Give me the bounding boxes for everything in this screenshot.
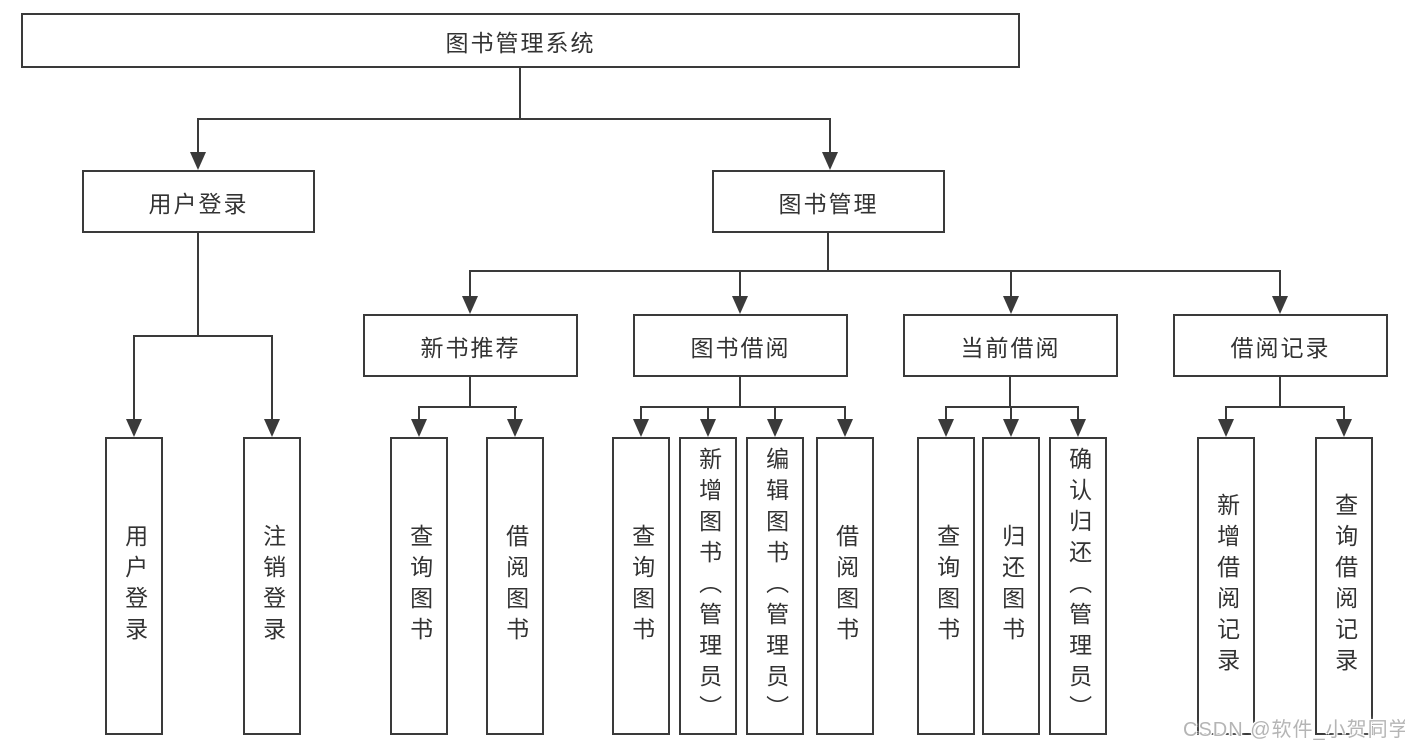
connector-line <box>640 406 846 408</box>
arrowhead-down-icon <box>1003 296 1019 314</box>
leaf-user-login: 用户登录 <box>105 437 163 735</box>
arrowhead-down-icon <box>264 419 280 437</box>
leaf-newbook-borrow-books: 借阅图书 <box>486 437 544 735</box>
arrowhead-down-icon <box>1272 296 1288 314</box>
connector-line <box>469 270 1281 272</box>
connector-line <box>418 406 420 421</box>
node-current-borrowing: 当前借阅 <box>903 314 1118 377</box>
connector-line <box>514 406 516 421</box>
connector-line <box>197 233 199 337</box>
node-book-borrowing: 图书借阅 <box>633 314 848 377</box>
connector-line <box>829 118 831 154</box>
connector-line <box>197 118 831 120</box>
arrowhead-down-icon <box>837 419 853 437</box>
arrowhead-down-icon <box>700 419 716 437</box>
leaf-borrow-borrow-books-label: 借阅图书 <box>832 524 859 648</box>
node-user-login: 用户登录 <box>82 170 315 233</box>
connector-line <box>133 335 135 421</box>
arrowhead-down-icon <box>1070 419 1086 437</box>
leaf-query-borrow-record: 查询借阅记录 <box>1315 437 1373 735</box>
connector-line <box>945 406 947 421</box>
leaf-borrow-query-books: 查询图书 <box>612 437 670 735</box>
leaf-query-borrow-record-label: 查询借阅记录 <box>1331 493 1358 679</box>
arrowhead-down-icon <box>411 419 427 437</box>
connector-line <box>739 377 741 408</box>
arrowhead-down-icon <box>190 152 206 170</box>
node-user-login-label: 用户登录 <box>148 190 249 217</box>
leaf-add-books-admin-label: 新增图书（管理员） <box>695 446 722 726</box>
node-book-management: 图书管理 <box>712 170 945 233</box>
leaf-newbook-borrow-books-label: 借阅图书 <box>502 524 529 648</box>
connector-line <box>774 406 776 421</box>
connector-line <box>133 335 273 337</box>
csdn-watermark: CSDN @软件_小贺同学 <box>1183 719 1405 741</box>
arrowhead-down-icon <box>126 419 142 437</box>
leaf-borrow-borrow-books: 借阅图书 <box>816 437 874 735</box>
connector-line <box>469 270 471 298</box>
node-borrowing-records-label: 借阅记录 <box>1230 334 1331 361</box>
connector-line <box>1279 270 1281 298</box>
node-new-book-recommend: 新书推荐 <box>363 314 578 377</box>
leaf-borrow-query-books-label: 查询图书 <box>628 524 655 648</box>
connector-line <box>197 118 199 154</box>
connector-line <box>1010 406 1012 421</box>
arrowhead-down-icon <box>633 419 649 437</box>
arrowhead-down-icon <box>1218 419 1234 437</box>
connector-line <box>1077 406 1079 421</box>
connector-line <box>469 377 471 408</box>
connector-line <box>827 233 829 272</box>
arrowhead-down-icon <box>732 296 748 314</box>
connector-line <box>1343 406 1345 421</box>
leaf-user-login-label: 用户登录 <box>121 524 148 648</box>
leaf-edit-books-admin: 编辑图书（管理员） <box>746 437 804 735</box>
connector-line <box>844 406 846 421</box>
connector-line <box>1225 406 1345 408</box>
leaf-add-books-admin: 新增图书（管理员） <box>679 437 737 735</box>
node-borrowing-records: 借阅记录 <box>1173 314 1388 377</box>
arrowhead-down-icon <box>938 419 954 437</box>
node-book-management-label: 图书管理 <box>778 190 879 217</box>
arrowhead-down-icon <box>462 296 478 314</box>
arrowhead-down-icon <box>507 419 523 437</box>
connector-line <box>1010 270 1012 298</box>
node-library-system: 图书管理系统 <box>21 13 1020 68</box>
leaf-newbook-query-books-label: 查询图书 <box>406 524 433 648</box>
arrowhead-down-icon <box>1336 419 1352 437</box>
node-new-book-recommend-label: 新书推荐 <box>420 334 521 361</box>
leaf-newbook-query-books: 查询图书 <box>390 437 448 735</box>
connector-line <box>640 406 642 421</box>
connector-line <box>707 406 709 421</box>
leaf-logout: 注销登录 <box>243 437 301 735</box>
arrowhead-down-icon <box>1003 419 1019 437</box>
node-book-borrowing-label: 图书借阅 <box>690 334 791 361</box>
leaf-return-books-label: 归还图书 <box>998 524 1025 648</box>
leaf-add-borrow-record-label: 新增借阅记录 <box>1213 493 1240 679</box>
connector-line <box>519 68 521 120</box>
connector-line <box>1225 406 1227 421</box>
connector-line <box>1279 377 1281 408</box>
leaf-return-books: 归还图书 <box>982 437 1040 735</box>
arrowhead-down-icon <box>822 152 838 170</box>
leaf-confirm-return-admin: 确认归还（管理员） <box>1049 437 1107 735</box>
node-library-system-label: 图书管理系统 <box>445 29 596 56</box>
leaf-logout-label: 注销登录 <box>259 524 286 648</box>
connector-line <box>418 406 517 408</box>
leaf-add-borrow-record: 新增借阅记录 <box>1197 437 1255 735</box>
connector-line <box>739 270 741 298</box>
leaf-edit-books-admin-label: 编辑图书（管理员） <box>762 446 789 726</box>
connector-line <box>271 335 273 421</box>
node-current-borrowing-label: 当前借阅 <box>960 334 1061 361</box>
arrowhead-down-icon <box>767 419 783 437</box>
leaf-current-query-books-label: 查询图书 <box>933 524 960 648</box>
connector-line <box>945 406 1079 408</box>
leaf-confirm-return-admin-label: 确认归还（管理员） <box>1065 446 1092 726</box>
connector-line <box>1009 377 1011 408</box>
leaf-current-query-books: 查询图书 <box>917 437 975 735</box>
